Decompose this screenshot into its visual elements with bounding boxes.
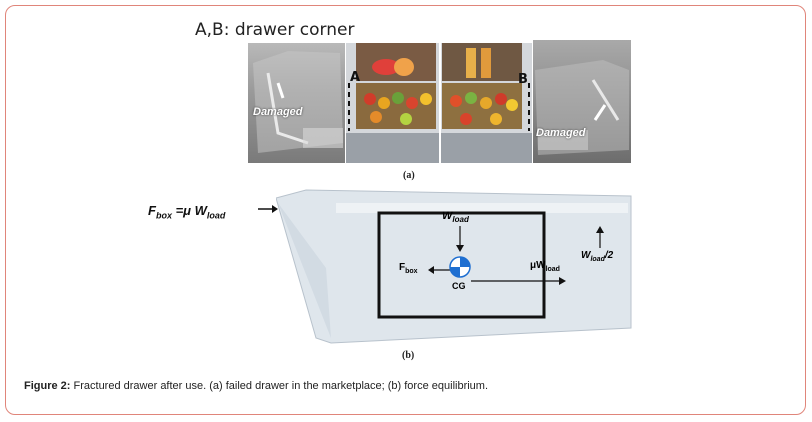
damaged-label-left: Damaged (253, 106, 303, 118)
caption-text: Fractured drawer after use. (a) failed d… (70, 380, 489, 392)
cg-label: CG (452, 281, 466, 291)
subfigure-b-label: (b) (402, 350, 415, 361)
label-b: B (518, 72, 528, 87)
left-corner-drawing (253, 51, 343, 153)
left-corner-photo (248, 43, 345, 163)
figure-top-title: A,B: drawer corner (195, 20, 355, 40)
refrigerator-drawing (346, 43, 532, 163)
w-load-arrow-icon (456, 226, 464, 252)
refrigerator-photo (346, 43, 532, 163)
w-half-label: Wload/2 (581, 250, 614, 263)
fbox-inner-arrow-icon (428, 266, 450, 274)
fbox-arrow-icon (258, 205, 278, 213)
figure-caption: Figure 2: Fractured drawer after use. (a… (24, 380, 488, 392)
fbox-equation: Fbox =μ Wload (148, 203, 226, 221)
damaged-label-right: Damaged (536, 127, 586, 139)
mu-w-arrow-icon (471, 277, 566, 285)
w-half-arrow-icon (596, 226, 604, 248)
center-of-gravity-icon (449, 256, 471, 278)
w-load-label: Wload (442, 210, 469, 225)
caption-label: Figure 2: (24, 380, 71, 392)
label-a: A (350, 70, 361, 85)
right-corner-photo (533, 40, 631, 163)
right-corner-drawing (535, 60, 629, 155)
subfigure-a-label: (a) (403, 170, 415, 181)
fbox-inner-label: Fbox (399, 262, 418, 275)
mu-w-label: μWload (530, 260, 560, 273)
